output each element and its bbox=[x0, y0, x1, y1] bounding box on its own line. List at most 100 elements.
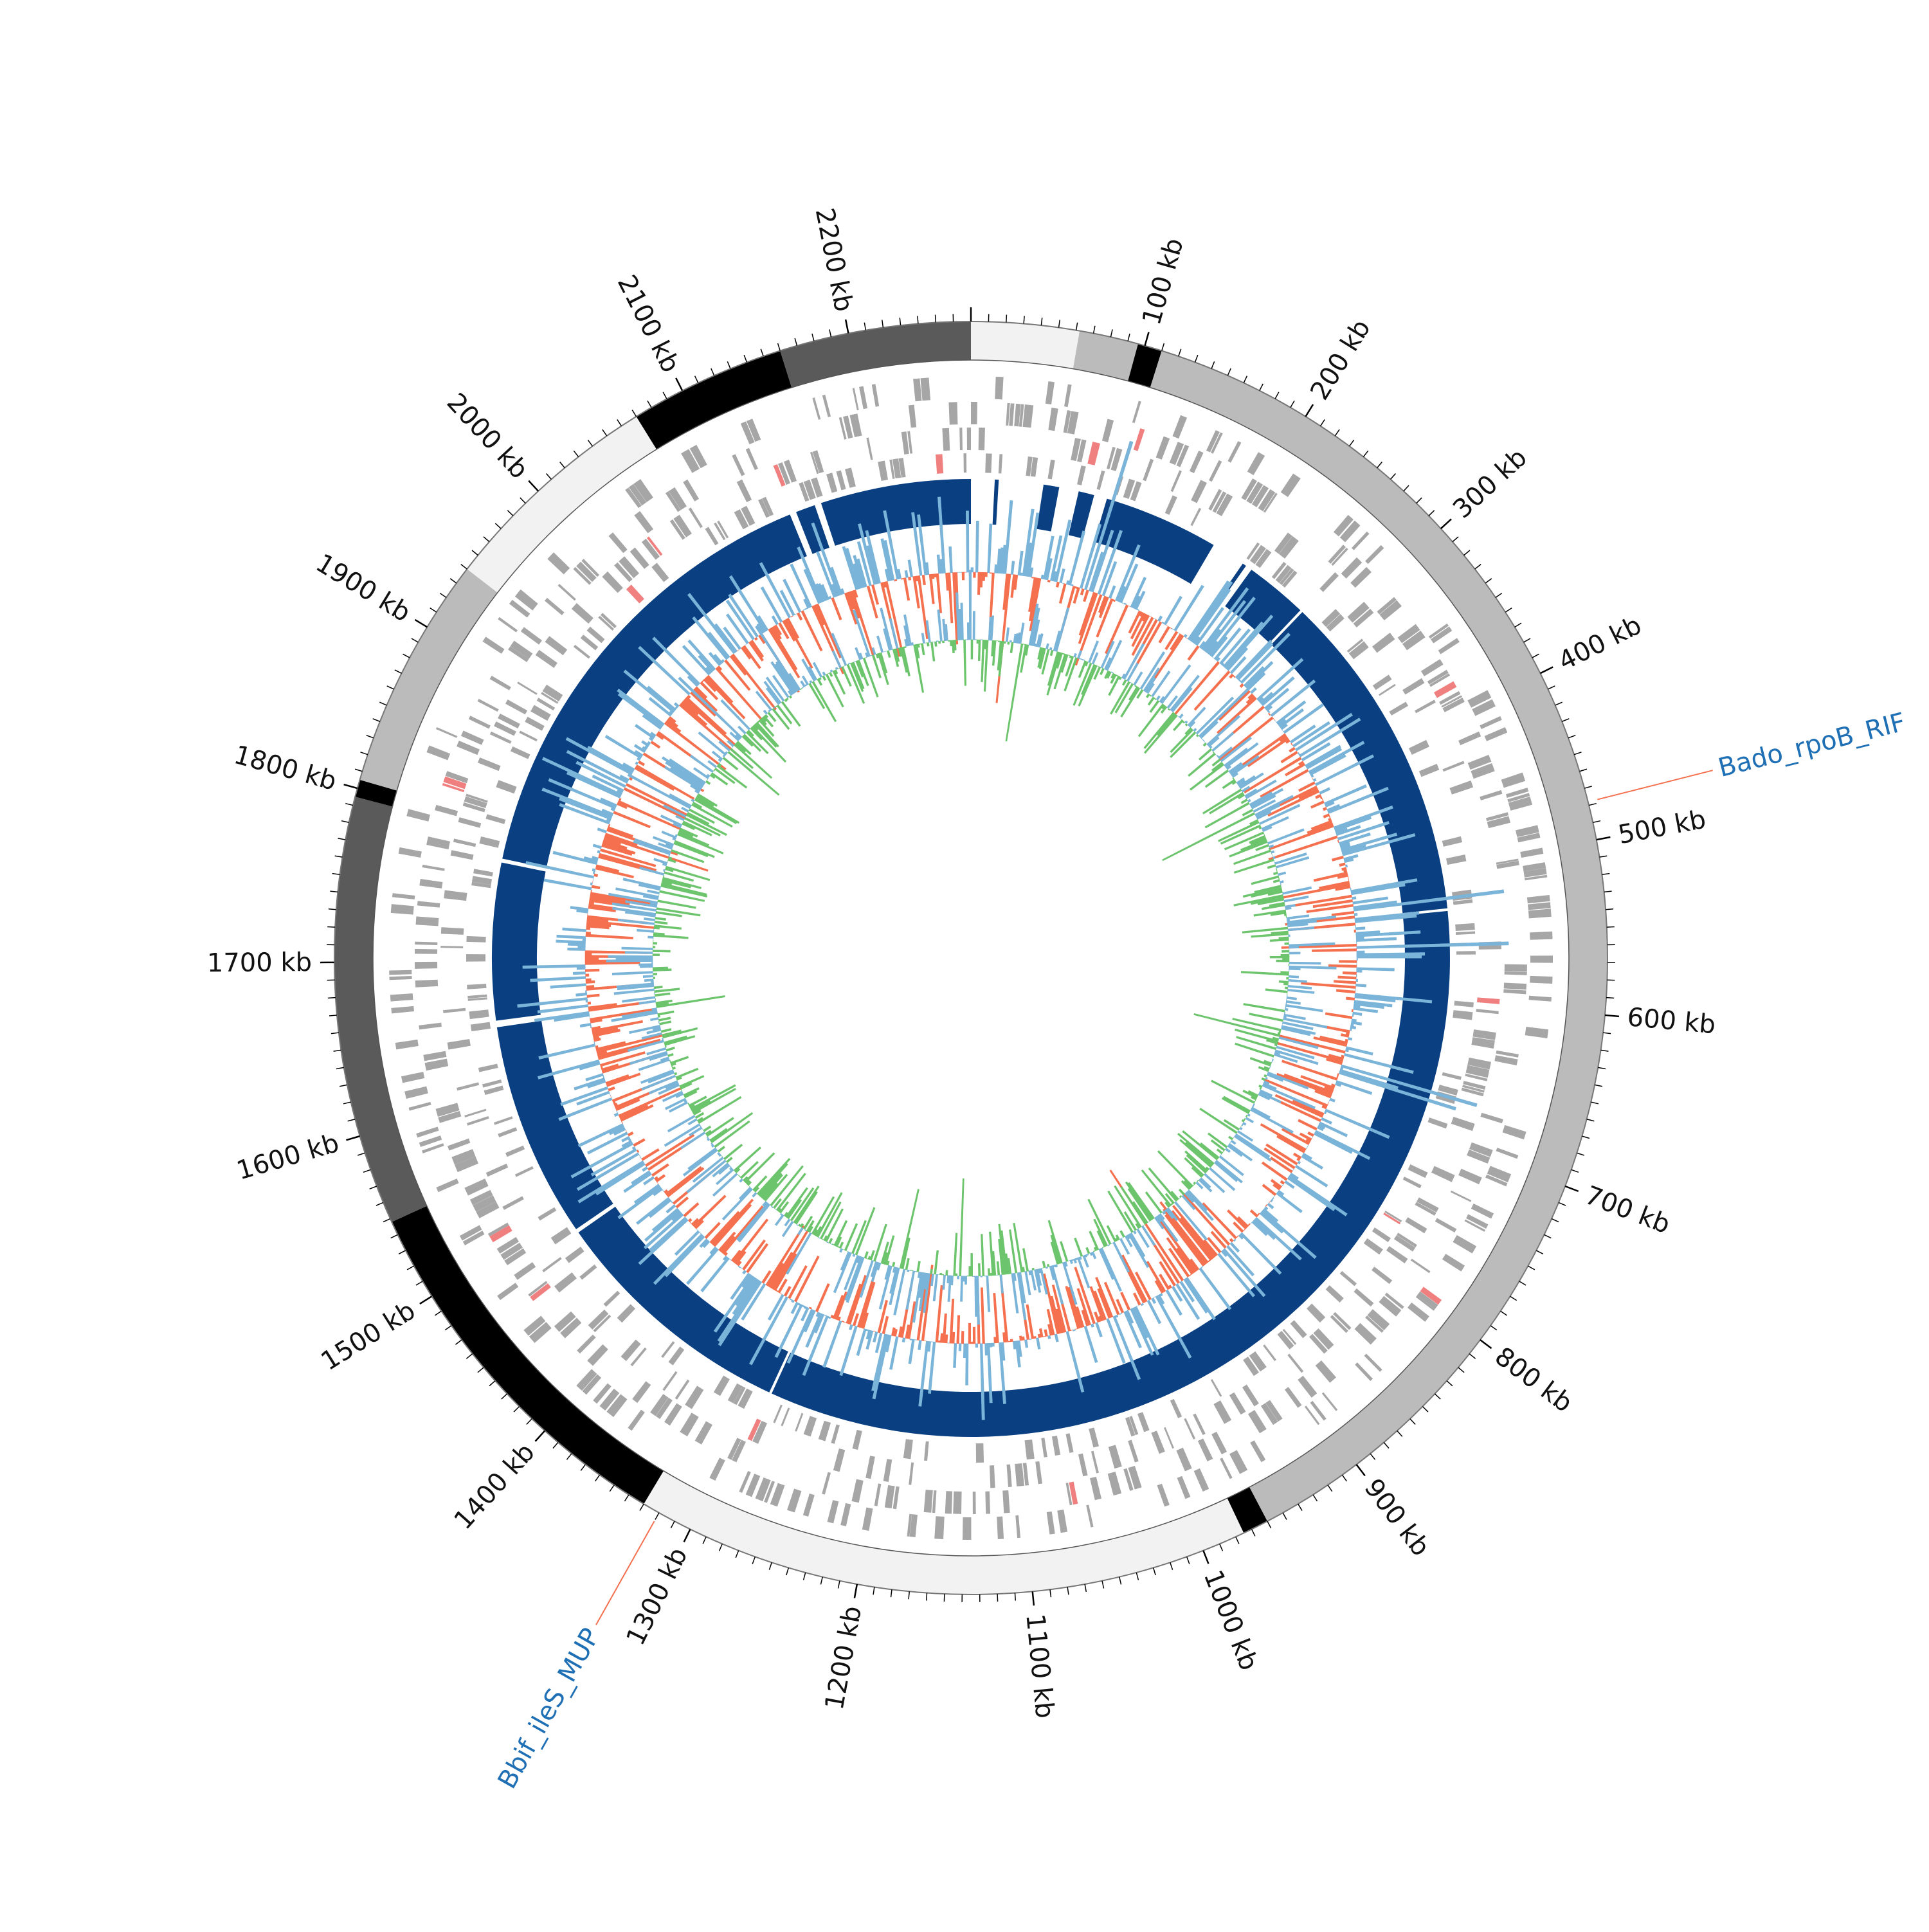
gc-skew-bar bbox=[795, 613, 797, 615]
gc-skew-bar bbox=[1188, 646, 1199, 660]
gc-skew-bar bbox=[688, 1218, 692, 1222]
gc-content-bar bbox=[1168, 709, 1170, 710]
minor-tick bbox=[376, 1202, 383, 1205]
gc-skew-bar bbox=[635, 724, 655, 739]
gc-content-bar bbox=[904, 646, 906, 647]
cds-feature bbox=[404, 1087, 428, 1099]
minor-tick bbox=[1582, 1136, 1589, 1138]
gc-skew-bar bbox=[622, 1136, 630, 1142]
gc-skew-bar bbox=[1008, 1341, 1011, 1342]
gc-content-bar bbox=[1273, 880, 1280, 883]
gc-skew-bar bbox=[1282, 730, 1283, 732]
gc-skew-bar bbox=[948, 573, 953, 623]
gc-content-bar bbox=[997, 1261, 1000, 1275]
cds-feature bbox=[803, 1494, 815, 1517]
gc-skew-bar bbox=[585, 969, 599, 971]
minor-tick bbox=[1283, 1513, 1287, 1519]
gc-content-bar bbox=[1289, 975, 1299, 978]
gc-content-bar bbox=[829, 1238, 833, 1243]
gc-skew-bar bbox=[1047, 580, 1050, 582]
gc-skew-bar bbox=[635, 762, 638, 765]
gc-skew-bar bbox=[1062, 583, 1064, 584]
gc-skew-bar bbox=[873, 1332, 877, 1342]
cds-feature bbox=[547, 552, 570, 574]
gc-content-bar bbox=[957, 1276, 959, 1279]
gc-skew-bar bbox=[590, 1025, 592, 1028]
cds-feature bbox=[602, 572, 623, 593]
cds-feature bbox=[1372, 1267, 1392, 1284]
cds-feature bbox=[883, 1459, 892, 1482]
major-tick bbox=[1441, 519, 1451, 528]
minor-tick bbox=[329, 909, 336, 910]
minor-tick bbox=[1154, 1567, 1155, 1575]
cds-feature bbox=[443, 1008, 466, 1013]
cds-feature bbox=[1128, 1440, 1139, 1462]
cds-feature bbox=[995, 377, 1003, 400]
cds-feature bbox=[1211, 1432, 1227, 1454]
gc-content-bar bbox=[838, 668, 840, 669]
cds-feature bbox=[1352, 532, 1370, 550]
cds-feature bbox=[1047, 1512, 1055, 1535]
cds-feature bbox=[1194, 1468, 1209, 1492]
minor-tick bbox=[1350, 440, 1354, 446]
cds-feature bbox=[1496, 1148, 1519, 1159]
minor-tick bbox=[440, 593, 446, 598]
cds-feature bbox=[1373, 674, 1392, 690]
gc-skew-bar bbox=[1293, 1153, 1301, 1159]
gc-content-bar bbox=[1193, 1184, 1194, 1186]
cds-feature bbox=[997, 1517, 1004, 1539]
cds-feature bbox=[795, 1413, 803, 1432]
cds-feature bbox=[392, 893, 415, 899]
gc-skew-bar bbox=[1212, 657, 1214, 658]
gc-skew-bar bbox=[624, 670, 675, 713]
gc-content-bar bbox=[1287, 997, 1297, 1000]
gc-skew-bar bbox=[1356, 975, 1357, 977]
gc-skew-bar bbox=[1109, 586, 1116, 599]
cds-feature bbox=[466, 936, 485, 943]
gc-skew-bar bbox=[1273, 719, 1274, 721]
gc-skew-bar bbox=[592, 881, 593, 883]
gc-content-bar bbox=[1179, 1195, 1182, 1198]
gc-skew-bar bbox=[1069, 531, 1085, 586]
gc-content-bar bbox=[954, 640, 956, 651]
gc-content-bar bbox=[943, 1275, 946, 1289]
gc-content-bar bbox=[1262, 817, 1289, 830]
minor-tick bbox=[383, 1219, 390, 1222]
gc-skew-bar bbox=[1298, 1161, 1300, 1164]
gc-content-bar bbox=[1100, 668, 1105, 674]
gc-content-bar bbox=[1108, 1245, 1110, 1246]
gc-content-bar bbox=[883, 651, 885, 652]
cds-feature bbox=[579, 1265, 597, 1280]
gc-content-bar bbox=[1289, 962, 1321, 964]
gc-content-bar bbox=[1270, 939, 1289, 942]
cds-feature bbox=[521, 627, 542, 644]
cds-feature bbox=[453, 838, 476, 847]
gc-content-bar bbox=[789, 696, 792, 698]
cds-feature bbox=[587, 1344, 608, 1366]
cds-feature bbox=[1354, 1288, 1373, 1306]
gc-content-bar bbox=[1223, 1151, 1224, 1153]
gc-content-bar bbox=[1008, 642, 1010, 644]
cds-feature bbox=[485, 814, 505, 824]
gc-content-bar bbox=[1229, 1142, 1231, 1144]
minor-tick bbox=[1552, 1219, 1559, 1222]
gc-content-bar bbox=[810, 680, 812, 683]
gc-content-bar bbox=[1148, 697, 1154, 705]
gc-content-bar bbox=[1185, 721, 1188, 723]
minor-tick bbox=[502, 1394, 507, 1399]
gc-content-bar bbox=[1143, 1225, 1145, 1226]
cds-feature bbox=[1372, 633, 1395, 653]
gc-skew-bar bbox=[968, 1323, 971, 1344]
scale-tick-label: 1900 kb bbox=[311, 548, 415, 628]
cds-feature bbox=[1530, 955, 1553, 962]
gc-content-bar bbox=[1074, 653, 1077, 657]
gc-skew-bar bbox=[1312, 949, 1357, 952]
gc-skew-bar bbox=[1353, 1012, 1363, 1016]
gc-content-bar bbox=[1287, 989, 1314, 993]
gc-skew-bar bbox=[1350, 1028, 1352, 1031]
gc-skew-bar bbox=[994, 1337, 997, 1343]
gc-skew-bar bbox=[633, 1139, 646, 1146]
gc-skew-bar bbox=[1250, 1210, 1258, 1218]
minor-tick bbox=[1170, 1562, 1173, 1569]
cds-feature bbox=[1355, 1362, 1373, 1381]
